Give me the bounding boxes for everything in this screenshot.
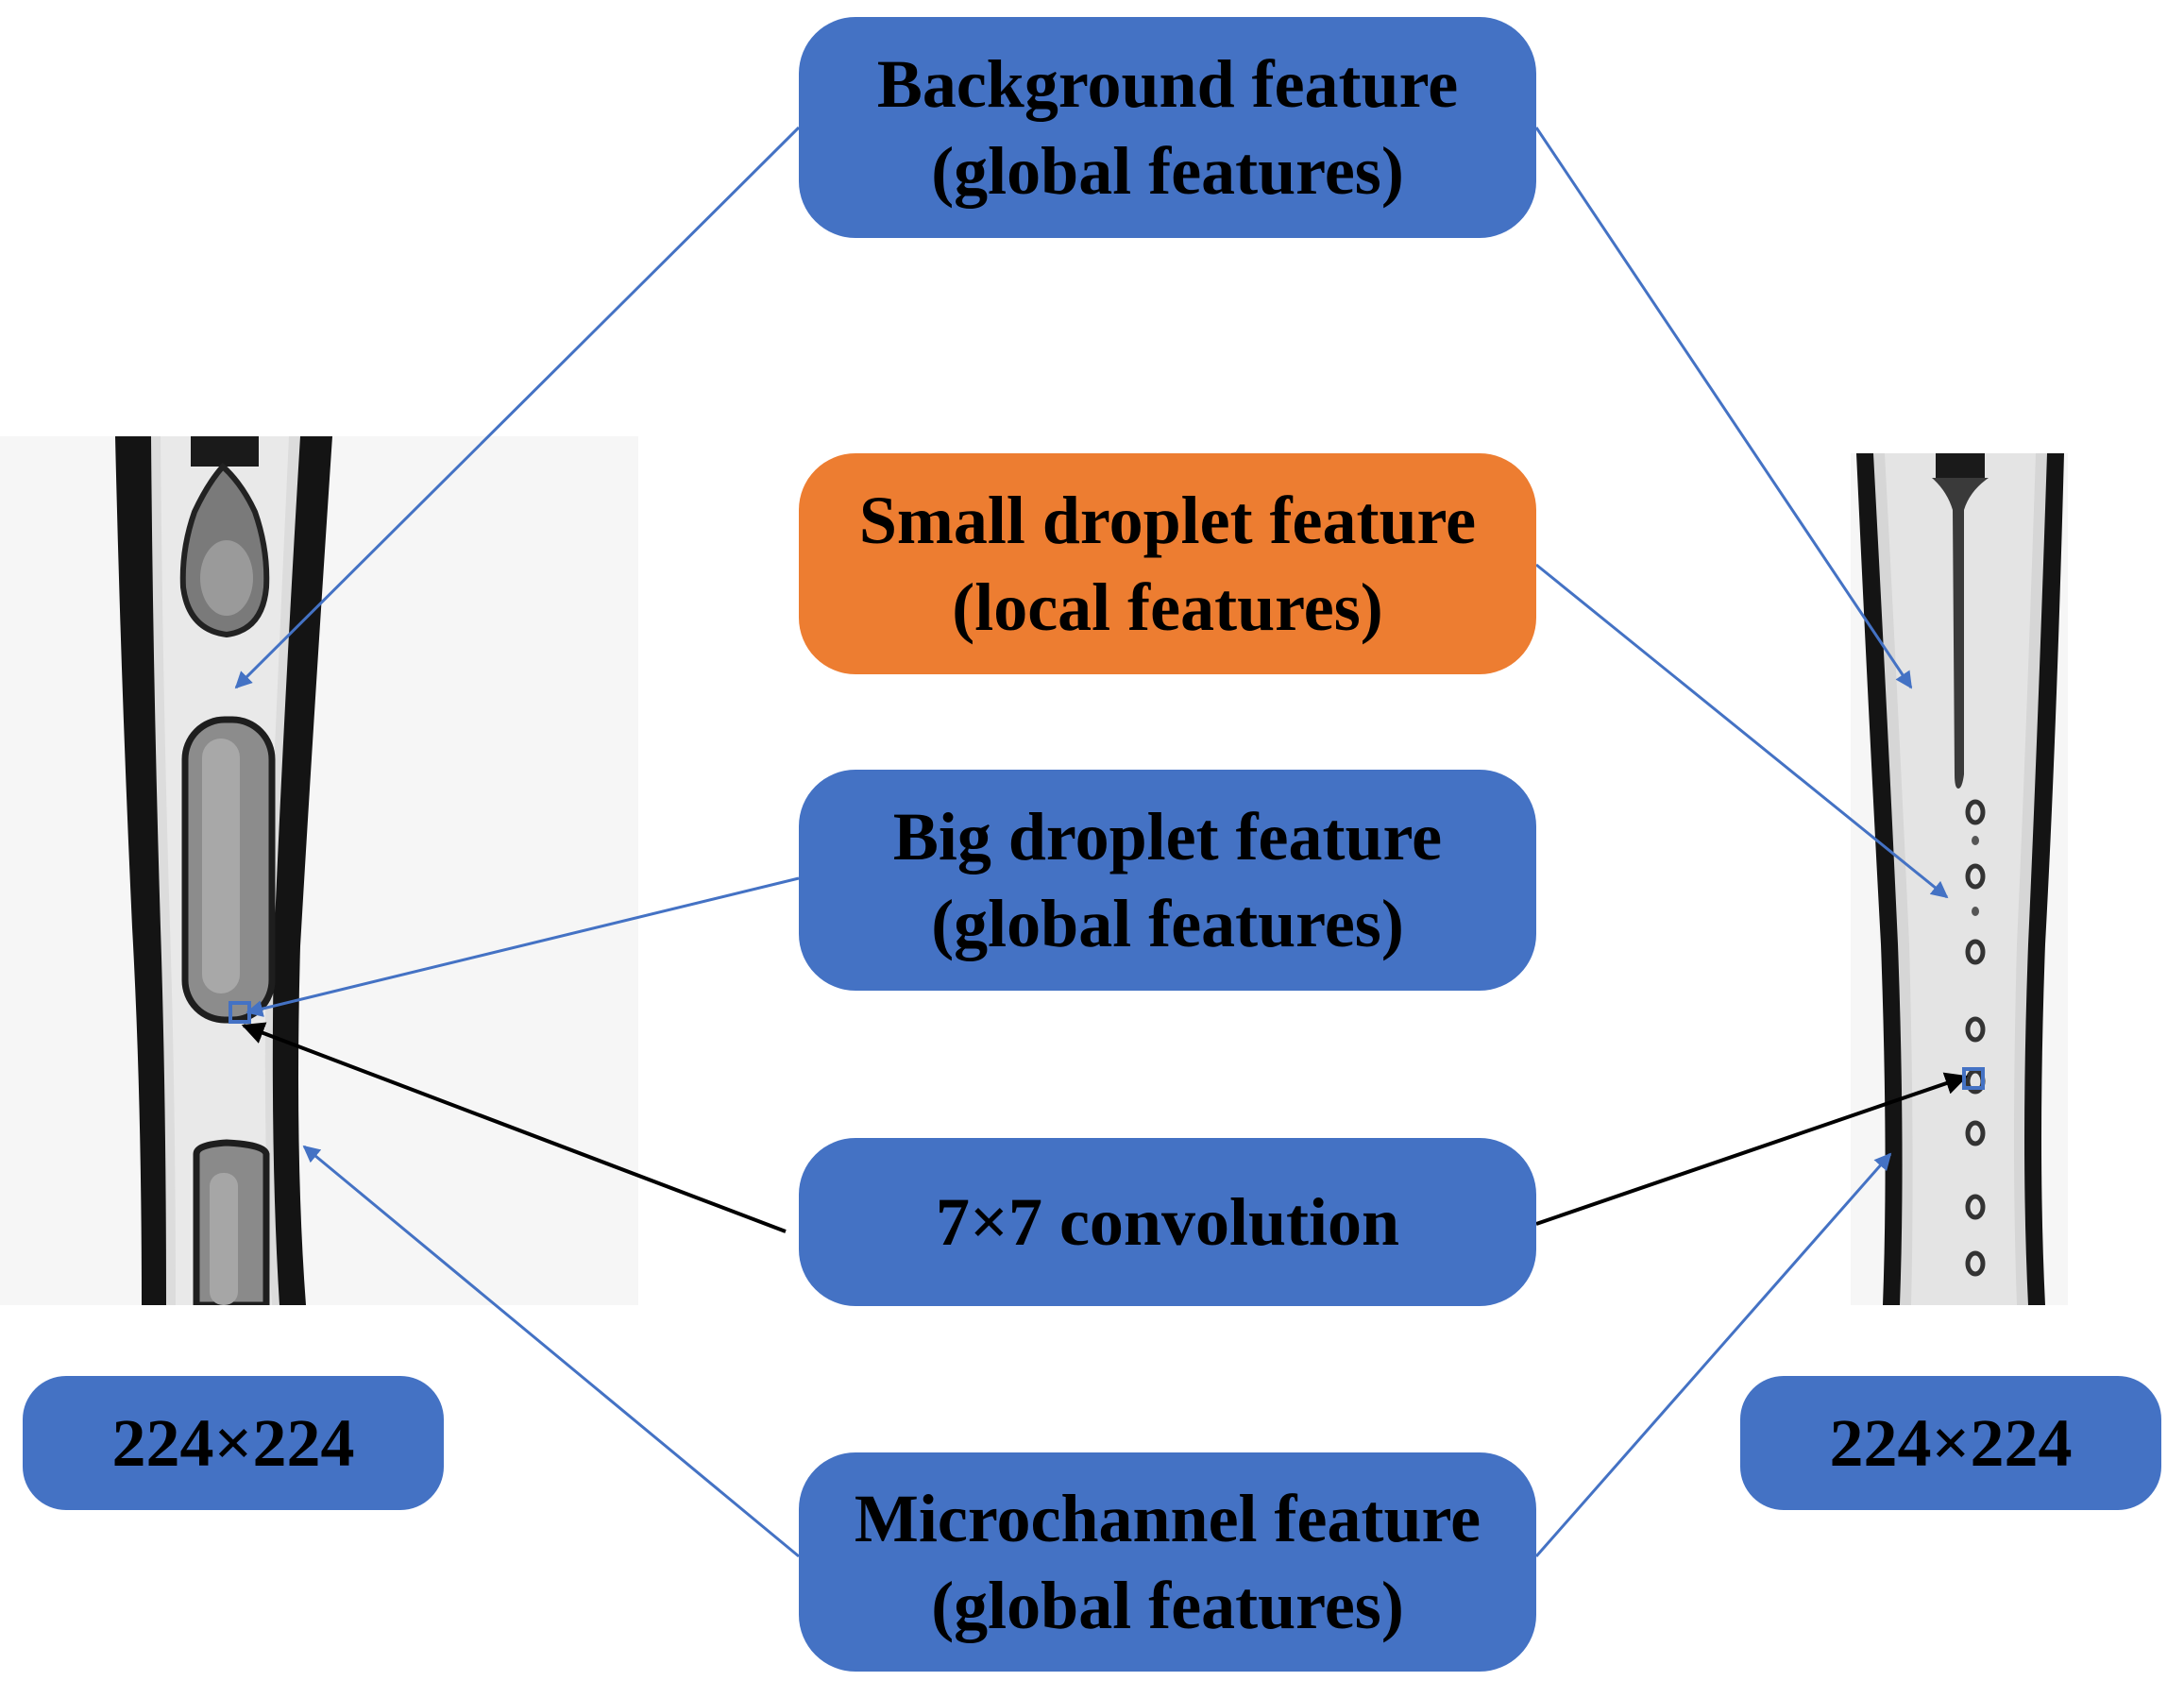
small-droplet-feature-subtitle: (local features) — [952, 569, 1383, 645]
small-droplet-feature-box: Small droplet feature (local features) — [799, 453, 1536, 674]
convolution-box: 7×7 convolution — [799, 1138, 1536, 1306]
arrow-microchannel-right — [1534, 1152, 1892, 1557]
arrow-small-droplet-right — [1535, 563, 1949, 899]
background-feature-title: Background feature — [876, 45, 1459, 122]
right-kernel-marker — [1962, 1067, 1985, 1090]
left-channel-image — [0, 436, 638, 1305]
big-droplet-feature-box: Big droplet feature (global features) — [799, 770, 1536, 991]
arrow-background-right — [1534, 127, 1913, 689]
big-droplet-feature-subtitle: (global features) — [931, 886, 1404, 961]
arrow-big-droplet-left — [245, 876, 800, 1017]
left-kernel-marker — [229, 1001, 251, 1024]
background-feature-subtitle: (global features) — [931, 133, 1404, 209]
big-droplet-feature-title: Big droplet feature — [892, 798, 1443, 874]
microchannel-feature-title: Microchannel feature — [854, 1480, 1481, 1556]
right-size-text: 224×224 — [1829, 1404, 2073, 1481]
convolution-label: 7×7 convolution — [935, 1183, 1400, 1260]
arrow-microchannel-left — [302, 1145, 800, 1558]
left-size-label: 224×224 — [23, 1376, 444, 1510]
microchannel-feature-box: Microchannel feature (global features) — [799, 1452, 1536, 1672]
background-feature-box: Background feature (global features) — [799, 17, 1536, 238]
arrow-convolution-left — [241, 1022, 787, 1233]
arrow-background-left — [234, 126, 801, 689]
right-size-label: 224×224 — [1740, 1376, 2161, 1510]
microchannel-feature-subtitle: (global features) — [931, 1568, 1404, 1643]
small-droplet-feature-title: Small droplet feature — [858, 482, 1477, 558]
arrow-convolution-right — [1535, 1072, 1969, 1226]
left-size-text: 224×224 — [111, 1404, 355, 1481]
